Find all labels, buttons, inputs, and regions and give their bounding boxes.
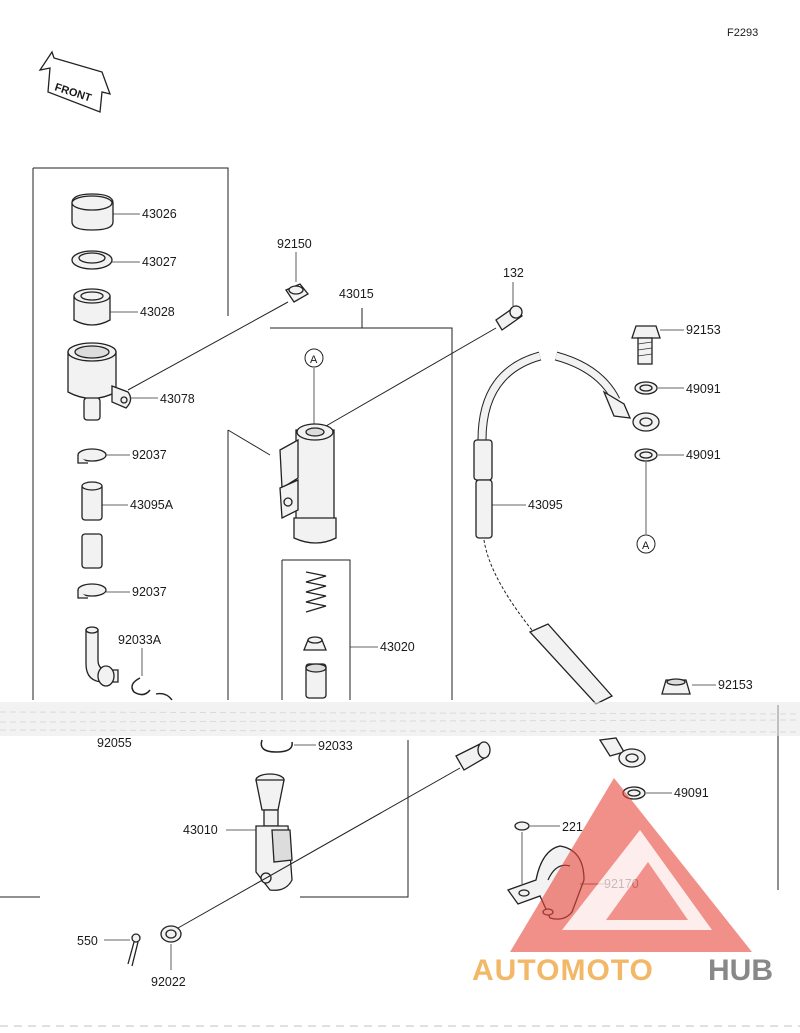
label-92022: 92022	[151, 975, 186, 989]
hose-clamp-lower	[77, 583, 107, 599]
piston-cup	[303, 636, 327, 651]
washer-92022	[160, 925, 182, 943]
diaphragm-plate	[71, 250, 113, 270]
brake-hose	[473, 351, 660, 705]
label-43010: 43010	[183, 823, 218, 837]
washer-49091-upper	[634, 381, 658, 395]
label-92033: 92033	[318, 739, 353, 753]
watermark-logo: AUTOMOTO HUB	[472, 778, 773, 987]
ref-marker-a-left: A	[304, 348, 324, 368]
circlip-92033a	[131, 677, 151, 696]
hose-segment-lower	[81, 533, 103, 569]
push-rod-assembly	[255, 773, 293, 891]
label-43078: 43078	[160, 392, 195, 406]
washer-49091-middle	[634, 448, 658, 462]
hose-clamp-upper	[77, 448, 107, 464]
label-49091-upper: 49091	[686, 382, 721, 396]
elbow-fitting	[85, 626, 119, 687]
ref-marker-a-left-label: A	[310, 354, 318, 366]
label-92055: 92055	[97, 736, 132, 750]
hose-segment-upper	[81, 481, 103, 521]
label-92153-lower: 92153	[718, 678, 753, 692]
label-92037-upper: 92037	[132, 448, 167, 462]
bolt-92150	[285, 283, 309, 303]
diaphragm	[73, 288, 111, 326]
figure-code: F2293	[727, 27, 758, 39]
banjo-bolt-lower	[661, 678, 691, 695]
washer-49091-lower	[622, 786, 646, 800]
scan-noise-band	[0, 702, 800, 736]
label-43020: 43020	[380, 640, 415, 654]
label-43095: 43095	[528, 498, 563, 512]
banjo-bolt-upper	[631, 325, 661, 365]
bolt-132	[495, 305, 523, 331]
piston-spring	[305, 571, 327, 613]
ref-marker-a-right: A	[636, 534, 656, 554]
watermark-text-automoto: AUTOMOTO	[472, 954, 654, 987]
screw-221	[514, 821, 530, 831]
label-43015: 43015	[339, 287, 374, 301]
label-550: 550	[77, 934, 98, 948]
label-43095a: 43095A	[130, 498, 174, 512]
piston	[305, 663, 327, 699]
label-221: 221	[562, 820, 583, 834]
label-92037-lower: 92037	[132, 585, 167, 599]
clevis-pin	[455, 741, 491, 771]
reservoir-cap	[71, 193, 114, 231]
circlip-92033	[260, 739, 293, 753]
ref-marker-a-right-label: A	[642, 540, 650, 552]
label-49091-lower: 49091	[674, 786, 709, 800]
label-49091-middle: 49091	[686, 448, 721, 462]
label-43028: 43028	[140, 305, 175, 319]
label-43026: 43026	[142, 207, 177, 221]
master-cylinder-body	[279, 423, 337, 544]
label-132: 132	[503, 266, 524, 280]
front-arrow-icon: FRONT	[38, 50, 112, 113]
label-92153-upper: 92153	[686, 323, 721, 337]
label-92033a: 92033A	[118, 633, 162, 647]
group-frame-lines	[0, 167, 779, 898]
banjo-fitting-lower	[598, 737, 646, 768]
cotter-pin	[127, 933, 141, 967]
reservoir-tank	[67, 342, 132, 421]
label-92150: 92150	[277, 237, 312, 251]
watermark-text-hub: HUB	[708, 954, 773, 987]
label-43027: 43027	[142, 255, 177, 269]
